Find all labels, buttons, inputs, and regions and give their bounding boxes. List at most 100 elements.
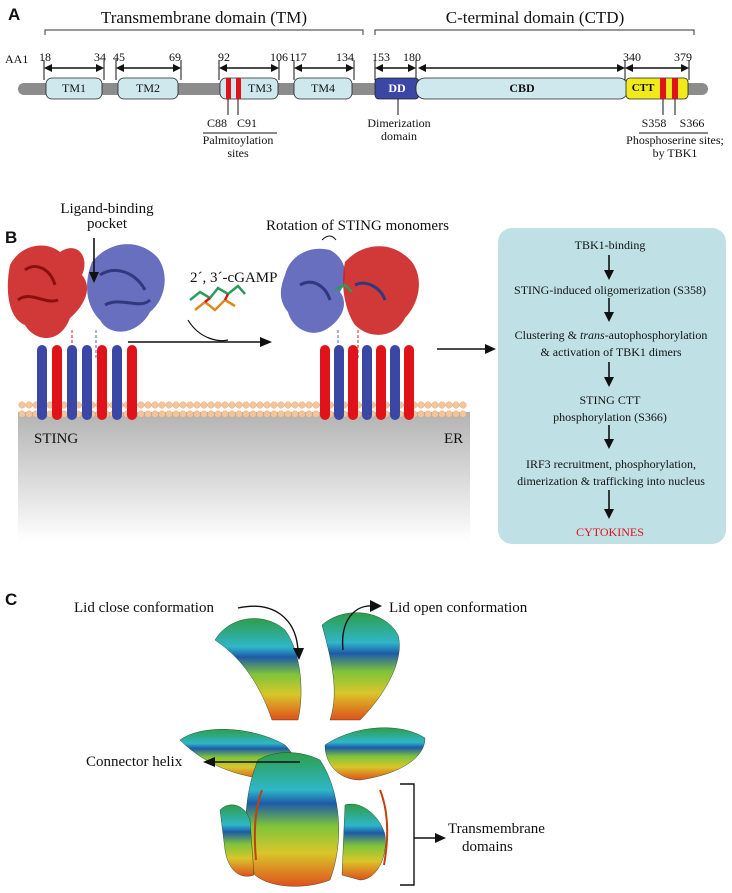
phosphoserine-label: Phosphoserine sites;	[626, 133, 724, 147]
membrane-lipid-head	[431, 410, 439, 418]
membrane-lipid-head	[151, 401, 159, 409]
membrane-lipid-head	[214, 401, 222, 409]
c88-label: C88	[206, 116, 228, 130]
membrane-lipid-head	[291, 410, 299, 418]
membrane-lipid-head	[179, 401, 187, 409]
membrane-lipid-head	[165, 410, 173, 418]
membrane-lipid-head	[193, 401, 201, 409]
c91-site-mark	[236, 78, 241, 99]
lid-open-label: Lid open conformation	[389, 600, 528, 616]
membrane-lipid-head	[207, 410, 215, 418]
cbd-label: CBD	[509, 81, 535, 95]
membrane-lipid-head	[298, 410, 306, 418]
membrane-lipid-head	[270, 401, 278, 409]
er-label: ER	[444, 431, 464, 447]
membrane-lipid-head	[25, 410, 33, 418]
membrane-lipid-head	[459, 410, 467, 418]
membrane-lipid-head	[284, 410, 292, 418]
position-label: 340	[623, 50, 641, 64]
membrane-lipid-head	[186, 401, 194, 409]
s366-site-mark	[672, 78, 678, 99]
phosphoserine-label-2: by TBK1	[652, 146, 698, 160]
pathway-step-clustering: Clustering & trans-autophosphorylation	[515, 328, 708, 343]
membrane-lipid-head	[144, 410, 152, 418]
ctd-bracket	[374, 29, 695, 35]
sting-ribbon-structure	[179, 612, 426, 887]
c88-site-mark	[226, 78, 231, 99]
membrane-lipid-head	[221, 401, 229, 409]
membrane-lipid-head	[459, 401, 467, 409]
tm2-box	[117, 77, 179, 100]
panel-c-letter: C	[5, 590, 18, 609]
position-label: 34	[94, 50, 106, 64]
membrane-lipid-head	[431, 401, 439, 409]
tm3-box	[219, 77, 279, 100]
membrane-lipid-head	[256, 410, 264, 418]
membrane-lipid-head	[263, 401, 271, 409]
position-label: 106	[270, 50, 288, 64]
membrane-lipid-head	[277, 410, 285, 418]
membrane-lipid-head	[165, 401, 173, 409]
position-label: 92	[218, 50, 230, 64]
membrane-lipid-head	[291, 401, 299, 409]
position-label: 153	[372, 50, 390, 64]
membrane-lipid-head	[137, 401, 145, 409]
dimerization-label: Dimerization	[367, 116, 431, 130]
membrane-lipid-head	[144, 401, 152, 409]
c91-label: C91	[236, 116, 258, 130]
membrane-lipid-head	[158, 410, 166, 418]
dd-label: DD	[388, 81, 406, 95]
er-lumen	[18, 412, 470, 542]
tm-domain-label: Transmembrane domain (TM)	[100, 8, 308, 27]
membrane-lipid-head	[312, 401, 320, 409]
palmitoylation-label: Palmitoylation	[202, 133, 274, 147]
pathway-step-ctt: STING CTT	[579, 393, 641, 407]
membrane-lipid-head	[249, 401, 257, 409]
membrane-lipid-head	[221, 410, 229, 418]
pathway-step-cytokines: CYTOKINES	[576, 525, 644, 539]
membrane-lipid-head	[438, 410, 446, 418]
position-label: 69	[169, 50, 181, 64]
membrane-lipid-head	[186, 410, 194, 418]
ctt-label: CTT	[631, 82, 655, 94]
membrane-lipid-head	[452, 401, 460, 409]
pathway-step-irf3-trafficking: dimerization & trafficking into nucleus	[517, 474, 705, 488]
membrane-lipid-head	[305, 410, 313, 418]
ligand-pocket-label: Ligand-binding pocket	[52, 202, 162, 232]
membrane-lipid-head	[270, 410, 278, 418]
membrane-lipid-head	[235, 410, 243, 418]
membrane-lipid-head	[445, 410, 453, 418]
membrane-lipid-head	[137, 410, 145, 418]
pathway-box	[498, 228, 726, 544]
sting-left-tm-helices	[37, 345, 137, 420]
membrane-lipid-head	[424, 410, 432, 418]
membrane-lipid-head	[277, 401, 285, 409]
cgamp-label: 2´, 3´-cGAMP	[190, 270, 278, 286]
ctd-domain-label: C-terminal domain (CTD)	[445, 8, 625, 27]
pathway-step-oligomerization: STING-induced oligomerization (S358)	[514, 283, 706, 297]
membrane-lipid-head	[228, 410, 236, 418]
membrane-lipid-head	[25, 401, 33, 409]
clustering-text: Clustering &	[514, 328, 580, 342]
ligand-pocket-line2: pocket	[87, 216, 127, 232]
sting-label: STING	[34, 431, 79, 447]
tm1-label: TM1	[62, 81, 86, 95]
palmitoylation-label-2: sites	[227, 146, 249, 160]
rotation-label: Rotation of STING monomers	[266, 218, 449, 234]
membrane-lipid-head	[158, 401, 166, 409]
transmembrane-domains-label-2: domains	[462, 839, 513, 855]
membrane-lipid-head	[256, 401, 264, 409]
membrane-lipid-head	[18, 401, 26, 409]
position-label: 117	[289, 50, 307, 64]
membrane-lipid-head	[214, 410, 222, 418]
membrane-lipid-head	[312, 410, 320, 418]
membrane-lipid-head	[452, 410, 460, 418]
autophosphorylation-text: -autophosphorylation	[604, 328, 708, 342]
membrane-lipid-head	[305, 401, 313, 409]
position-label: 18	[39, 50, 51, 64]
pathway-step-tbk1-activation: & activation of TBK1 dimers	[540, 345, 682, 359]
membrane-lipid-head	[200, 410, 208, 418]
